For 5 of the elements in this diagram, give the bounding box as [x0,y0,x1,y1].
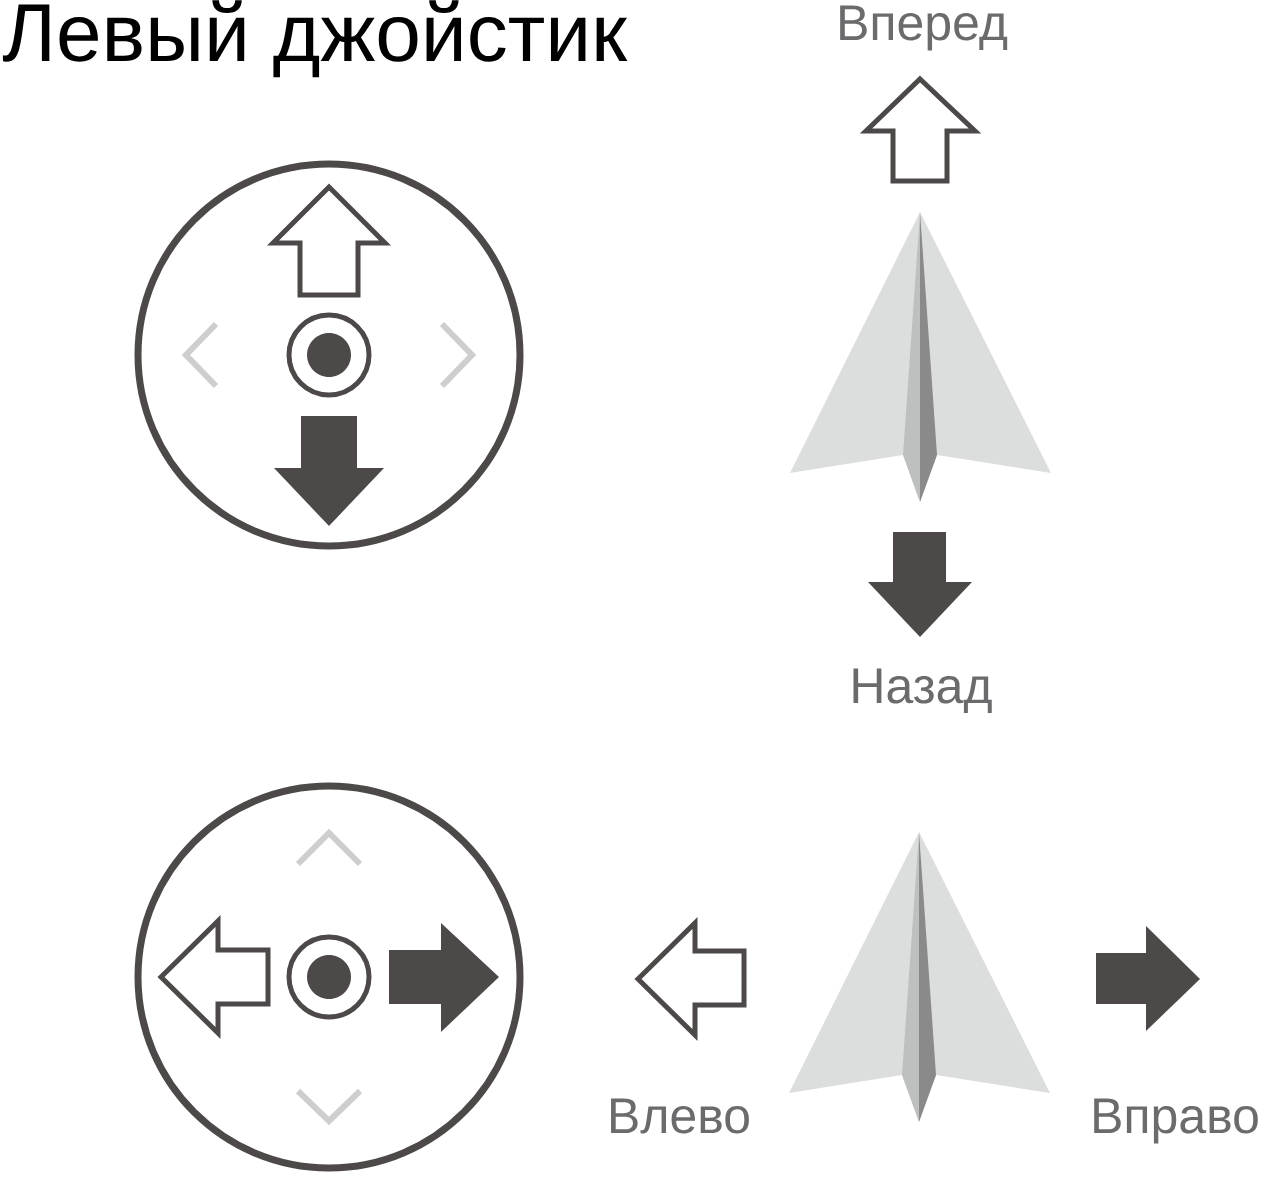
direction-label: Вперед [840,5,1008,51]
direction-label: Вправо [1094,1098,1258,1144]
title: Левый джойстик [2,0,628,78]
direction-label: Назад [853,668,992,713]
direction-label: Влево [611,1098,749,1134]
